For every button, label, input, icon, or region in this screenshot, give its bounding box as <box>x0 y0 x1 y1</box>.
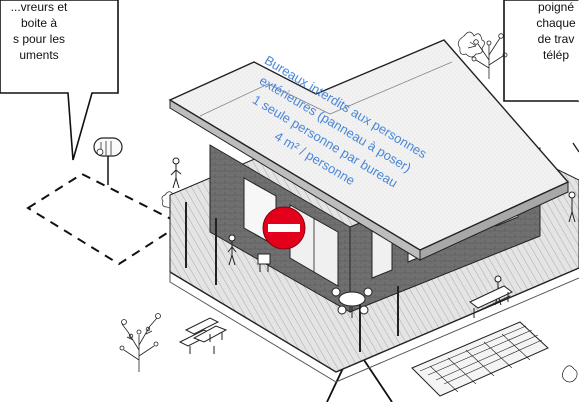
callout-right-line: de trav <box>506 31 579 47</box>
no-entry-sign-icon <box>263 207 305 249</box>
callout-right-line: chaque <box>506 15 579 31</box>
callout-right-text: poigné chaque de trav télép <box>506 0 579 63</box>
callout-left-line: boite à <box>0 15 114 31</box>
callout-left-text: ...vreurs et boite à s pour les uments <box>0 0 114 63</box>
tree-left <box>120 314 161 373</box>
callout-left-line: ...vreurs et <box>0 0 114 15</box>
dashed-drop-zone <box>28 174 181 264</box>
callout-left-line: s pour les <box>0 31 114 47</box>
shrub-top-left <box>458 32 484 57</box>
callout-right-line: télép <box>506 47 579 63</box>
mailbox-icon <box>94 138 122 185</box>
callout-right-line: poigné <box>506 0 579 15</box>
picnic-bench <box>180 318 226 354</box>
tree-top-right <box>472 34 507 79</box>
solar-panel <box>412 322 548 396</box>
callout-left-line: uments <box>0 47 114 63</box>
callout-right-pointer <box>573 143 579 152</box>
